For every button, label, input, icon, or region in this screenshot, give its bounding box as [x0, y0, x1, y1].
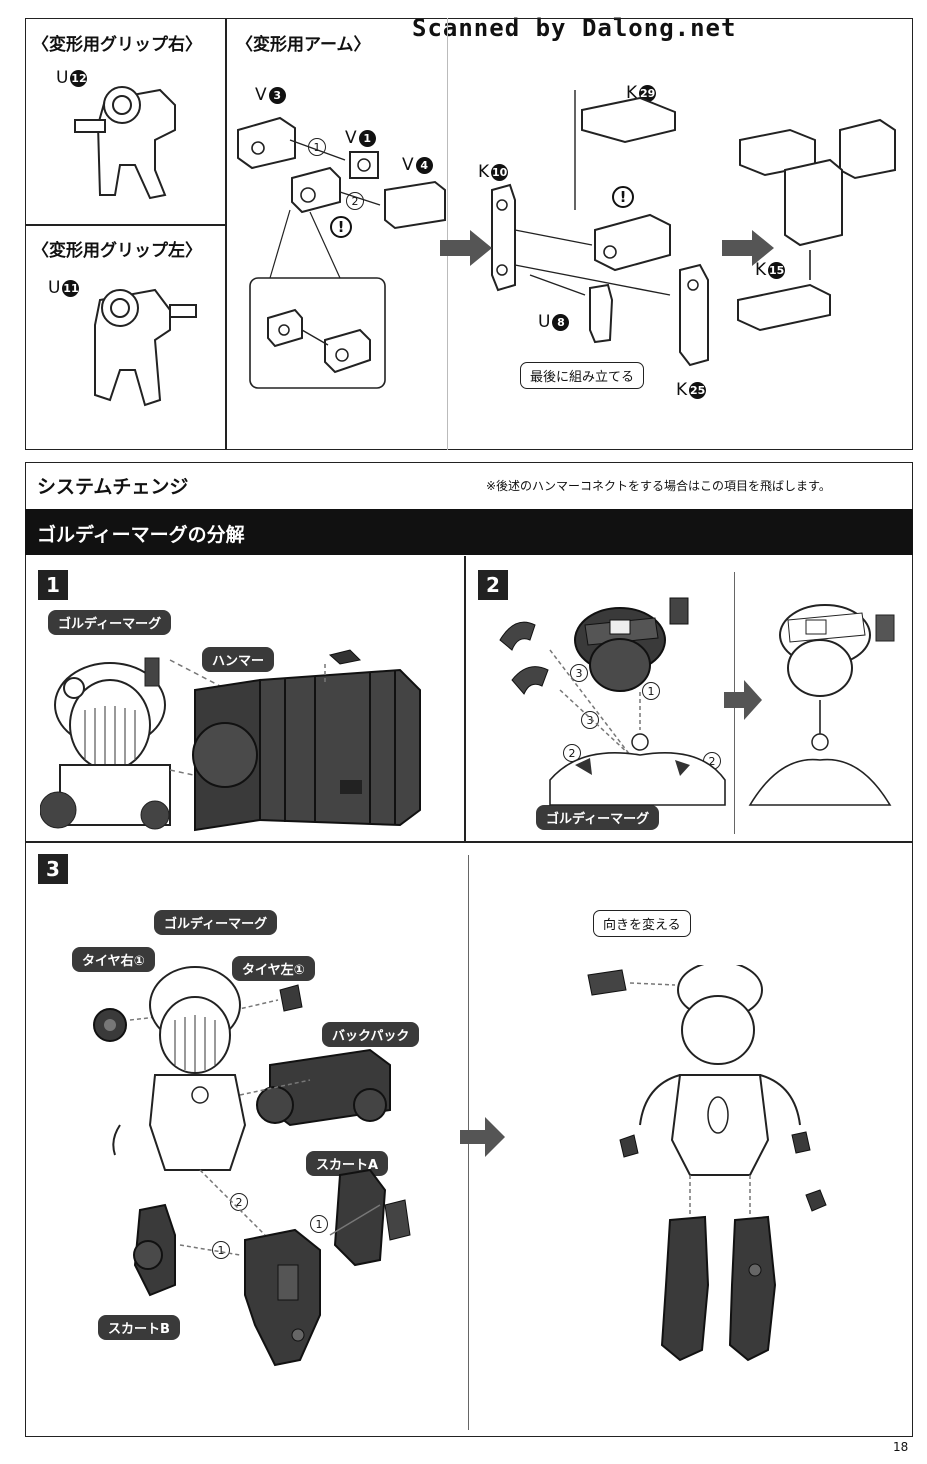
- step-3-callout-backpack: バックパック: [322, 1022, 420, 1047]
- step-3-callout-skirt-b: スカートB: [98, 1315, 180, 1340]
- top-divider-vertical-1: [225, 18, 227, 450]
- top-divider-horizontal: [25, 224, 225, 226]
- top-assembly-frame: [25, 18, 913, 450]
- arm-title: 〈変形用アーム〉: [236, 35, 371, 55]
- assemble-last-note: 最後に組み立てる: [520, 362, 645, 389]
- system-change-frame: [25, 462, 913, 1437]
- grip-right-title: 〈変形用グリップ右〉: [32, 35, 202, 55]
- step-col-divider-1: [464, 556, 466, 842]
- arm-warning-icon: !: [330, 216, 352, 238]
- step-3-mark-2: 2: [230, 1193, 248, 1211]
- arm-step-mark-2: 2: [346, 192, 364, 210]
- top-divider-vertical-2: [447, 18, 449, 450]
- step-row-divider-1: [25, 841, 913, 843]
- step-3-number: 3: [38, 854, 68, 884]
- grip-left-illustration: [94, 288, 197, 407]
- step-2-illustration: [499, 597, 895, 806]
- step-2-mark-3a: 3: [570, 664, 588, 682]
- step-3-callout-skirt-a: スカートA: [306, 1151, 389, 1176]
- step-2-mark-3b: 3: [581, 711, 599, 729]
- step-3-callout-tire-right: タイヤ右①: [72, 947, 155, 972]
- step-3-illustration: [93, 965, 827, 1367]
- arm-parts-illustration: [237, 90, 896, 389]
- step-3-mark-1b: 1: [310, 1215, 328, 1233]
- section-title-bar: ゴルディーマーグの分解: [25, 509, 913, 555]
- grip-left-title: 〈変形用グリップ左〉: [32, 241, 202, 261]
- step-1-number: 1: [38, 570, 68, 600]
- step-2-number: 2: [478, 570, 508, 600]
- step-1-callout-goldymarg: ゴルディーマーグ: [48, 610, 172, 635]
- step-3-mark-1a: 1: [212, 1241, 230, 1259]
- system-change-note: ※後述のハンマーコネクトをする場合はこの項目を飛ばします。: [486, 479, 831, 493]
- arm-warning-icon-2: !: [612, 186, 634, 208]
- grip-right-illustration: [74, 86, 176, 200]
- step-3-rotate-note: 向きを変える: [593, 910, 691, 937]
- step-1-callout-hammer: ハンマー: [202, 647, 275, 672]
- page-number: 18: [893, 1440, 909, 1454]
- step-2-callout-goldymarg: ゴルディーマーグ: [536, 805, 660, 830]
- step-3-callout-tire-left: タイヤ左①: [232, 956, 315, 981]
- step-1-illustration: [40, 649, 421, 832]
- step-3-callout-goldymarg: ゴルディーマーグ: [154, 910, 278, 935]
- section-title: ゴルディーマーグの分解: [37, 524, 245, 546]
- step-2-mark-1: 1: [642, 682, 660, 700]
- system-change-title: システムチェンジ: [37, 476, 189, 498]
